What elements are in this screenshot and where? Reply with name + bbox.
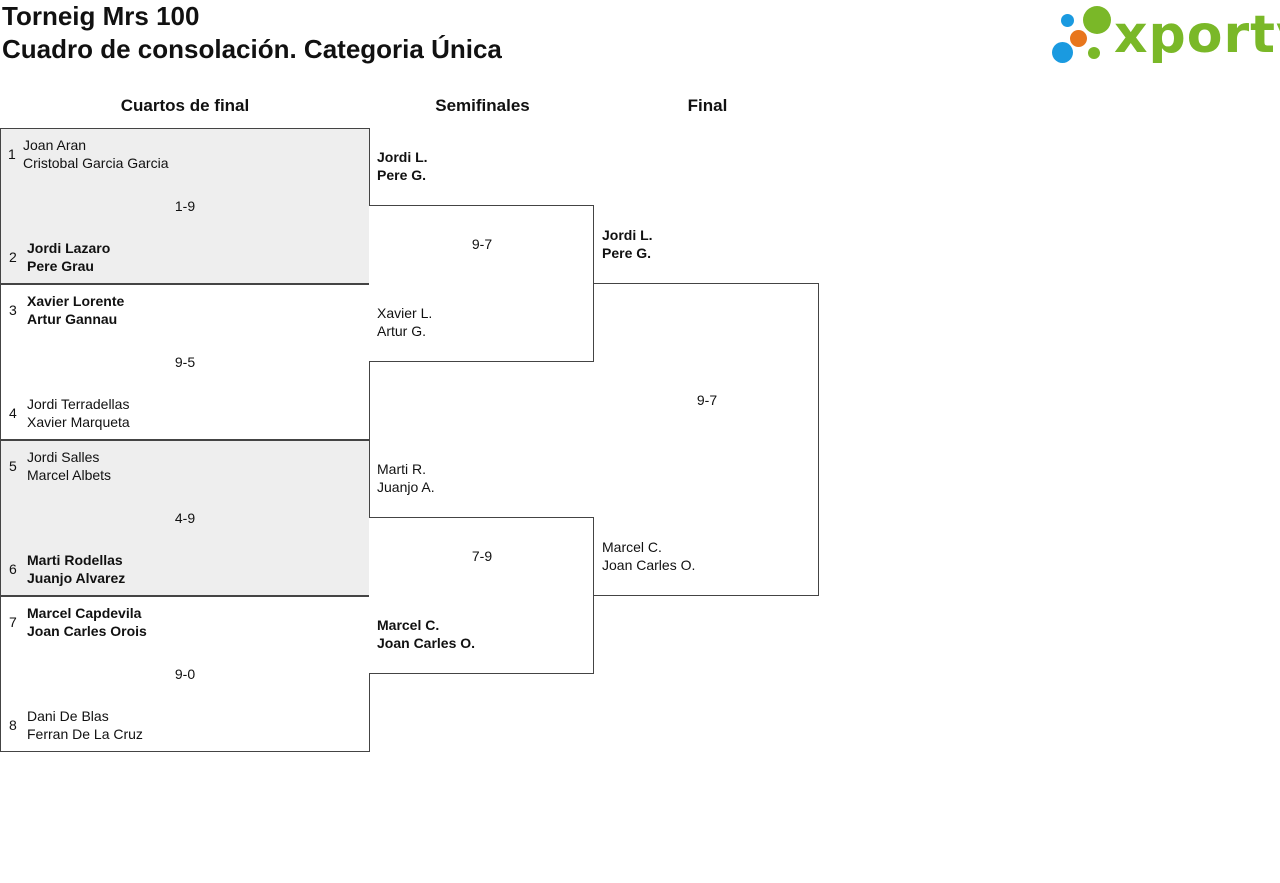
logo-dot-blue2-icon <box>1052 42 1073 63</box>
bracket-subtitle: Cuadro de consolación. Categoria Única <box>2 34 502 64</box>
player-name: Ferran De La Cruz <box>27 726 143 742</box>
final-team-bottom: Marcel C. Joan Carles O. <box>602 538 695 574</box>
match-score: 1-9 <box>174 198 196 214</box>
semifinal-1-score: 9-7 <box>471 236 493 252</box>
team-names: Jordi Lazaro Pere Grau <box>27 239 110 275</box>
match-score: 9-0 <box>174 666 196 682</box>
player-name: Jordi Lazaro <box>27 240 111 256</box>
player-name: Jordi L. <box>377 149 428 165</box>
seed-number: 7 <box>9 614 17 630</box>
seed-number: 8 <box>9 717 17 733</box>
semifinal-match-2 <box>369 517 594 674</box>
xporty-logo[interactable]: xporty <box>1050 2 1280 68</box>
team-names: Dani De Blas Ferran De La Cruz <box>27 707 143 743</box>
team-names: Marcel Capdevila Joan Carles Orois <box>27 604 147 640</box>
team-names: Jordi Salles Marcel Albets <box>27 448 111 484</box>
player-name: Marti Rodellas <box>27 552 123 568</box>
team-names: Jordi Terradellas Xavier Marqueta <box>27 395 130 431</box>
player-name: Juanjo A. <box>377 479 435 495</box>
player-name: Jordi Salles <box>27 449 100 465</box>
team-names: Xavier Lorente Artur Gannau <box>27 292 124 328</box>
quarterfinal-match-1: 1 Joan Aran Cristobal Garcia Garcia 1-9 … <box>0 128 370 284</box>
seed-number: 3 <box>9 302 17 318</box>
match-score: 4-9 <box>174 510 196 526</box>
final-score: 9-7 <box>696 392 718 408</box>
logo-dot-green-icon <box>1083 6 1111 34</box>
semifinal-match-1 <box>369 205 594 362</box>
round-header-final: Final <box>687 96 728 115</box>
player-name: Xavier L. <box>377 305 433 321</box>
player-name: Marcel Capdevila <box>27 605 142 621</box>
player-name: Marcel C. <box>377 617 440 633</box>
player-name: Joan Carles O. <box>377 635 476 651</box>
logo-dot-blue-icon <box>1061 14 1074 27</box>
quarterfinal-match-4: 7 Marcel Capdevila Joan Carles Orois 9-0… <box>0 596 370 752</box>
team-names: Marti Rodellas Juanjo Alvarez <box>27 551 125 587</box>
final-team-top: Jordi L. Pere G. <box>602 226 653 262</box>
quarterfinal-match-3: 5 Jordi Salles Marcel Albets 4-9 6 Marti… <box>0 440 370 596</box>
seed-number: 5 <box>9 458 17 474</box>
final-match <box>594 283 819 596</box>
player-name: Xavier Lorente <box>27 293 125 309</box>
round-header-quarterfinals: Cuartos de final <box>120 96 250 115</box>
semifinal-1-team-bottom: Xavier L. Artur G. <box>377 304 432 340</box>
round-header-semifinals: Semifinales <box>435 96 530 115</box>
semifinal-2-team-bottom: Marcel C. Joan Carles O. <box>377 616 475 652</box>
player-name: Marti R. <box>377 461 426 477</box>
seed-number: 6 <box>9 561 17 577</box>
player-name: Xavier Marqueta <box>27 414 130 430</box>
quarterfinal-match-2: 3 Xavier Lorente Artur Gannau 9-5 4 Jord… <box>0 284 370 440</box>
player-name: Joan Aran <box>23 137 87 153</box>
semifinal-2-score: 7-9 <box>471 548 493 564</box>
player-name: Joan Carles Orois <box>27 623 147 639</box>
player-name: Marcel C. <box>602 539 662 555</box>
tournament-title: Torneig Mrs 100 <box>2 1 200 31</box>
semifinal-1-team-top: Jordi L. Pere G. <box>377 148 428 184</box>
player-name: Pere G. <box>602 245 652 261</box>
player-name: Marcel Albets <box>27 467 112 483</box>
player-name: Dani De Blas <box>27 708 109 724</box>
player-name: Jordi Terradellas <box>27 396 130 412</box>
player-name: Pere G. <box>377 167 427 183</box>
seed-number: 2 <box>9 249 17 265</box>
seed-number: 1 <box>8 146 16 162</box>
logo-dot-orange-icon <box>1070 30 1087 47</box>
team-names: Joan Aran Cristobal Garcia Garcia <box>23 136 169 172</box>
player-name: Cristobal Garcia Garcia <box>23 155 169 171</box>
seed-number: 4 <box>9 405 17 421</box>
player-name: Joan Carles O. <box>602 557 696 573</box>
logo-wordmark: xporty <box>1114 5 1280 65</box>
semifinal-2-team-top: Marti R. Juanjo A. <box>377 460 435 496</box>
player-name: Pere Grau <box>27 258 94 274</box>
player-name: Artur G. <box>377 323 427 339</box>
logo-dot-green2-icon <box>1088 47 1100 59</box>
player-name: Jordi L. <box>602 227 653 243</box>
match-score: 9-5 <box>174 354 196 370</box>
player-name: Juanjo Alvarez <box>27 570 126 586</box>
player-name: Artur Gannau <box>27 311 118 327</box>
